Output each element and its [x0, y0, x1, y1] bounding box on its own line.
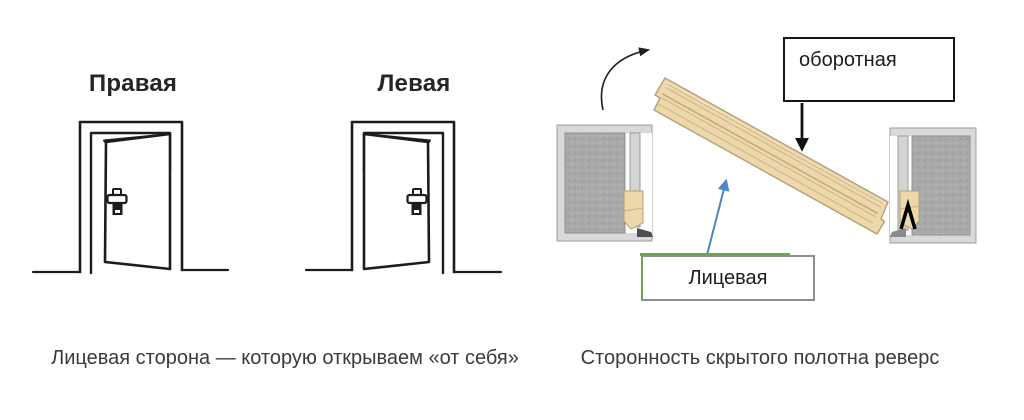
door-diagram-left-hand: [304, 120, 503, 275]
face-side-label-box: Лицевая: [641, 255, 815, 301]
face-box-green-edge: [640, 253, 790, 256]
concrete-block: [564, 132, 626, 234]
left-caption: Лицевая сторона — которую открываем «от …: [51, 347, 519, 369]
door-opening-diagrams: [31, 120, 503, 275]
face-side-arrow-icon: [706, 178, 730, 256]
reverse-panel-diagram: [556, 47, 977, 256]
door-type-label-right: Правая: [88, 70, 178, 97]
wall-section-left: [556, 124, 653, 242]
door-type-label-left: Левая: [377, 70, 451, 97]
door-panel: [653, 77, 889, 235]
concrete-block: [911, 135, 971, 236]
door-diagram-right-hand: [31, 120, 230, 275]
threshold-piece: [890, 228, 906, 237]
right-caption: Сторонность скрытого полотна реверс: [580, 347, 940, 369]
back-side-label-box: оборотная: [783, 37, 955, 102]
threshold-piece: [637, 228, 653, 237]
hinge-mark-icon: [899, 198, 917, 230]
swing-direction-arrow-icon: [600, 47, 651, 111]
